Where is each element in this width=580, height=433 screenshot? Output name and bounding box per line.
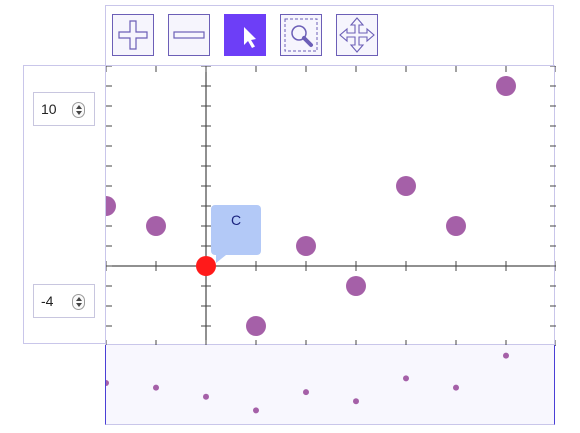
spin-arrows-icon[interactable]	[72, 294, 85, 310]
pan-button[interactable]	[336, 14, 378, 56]
zoom-box-button[interactable]	[280, 14, 322, 56]
plot-canvas[interactable]	[106, 66, 556, 346]
highlighted-data-point[interactable]	[196, 256, 216, 276]
data-point[interactable]	[146, 216, 166, 236]
overview-point	[153, 384, 159, 391]
tooltip-label: C	[230, 212, 242, 228]
overview-strip[interactable]	[105, 345, 555, 425]
data-point[interactable]	[496, 76, 516, 96]
y-min-value: -4	[41, 293, 54, 309]
y-min-stepper[interactable]: -4	[33, 284, 95, 318]
scatter-plot[interactable]	[105, 65, 556, 346]
toolbar	[105, 5, 554, 65]
overview-point	[503, 352, 509, 359]
zoom-in-button[interactable]	[112, 14, 154, 56]
select-button[interactable]	[224, 14, 266, 56]
overview-point	[106, 380, 109, 386]
overview-canvas[interactable]	[106, 345, 556, 425]
data-point[interactable]	[296, 236, 316, 256]
overview-point	[453, 384, 459, 391]
overview-point	[353, 398, 359, 405]
overview-point	[303, 389, 309, 396]
y-max-value: 10	[41, 101, 57, 117]
data-point[interactable]	[396, 176, 416, 196]
data-point[interactable]	[346, 276, 366, 296]
axis-range-panel: 10 -4	[23, 65, 106, 344]
magnifier-box-icon	[284, 18, 318, 52]
pointer-icon	[244, 27, 256, 48]
data-point[interactable]	[246, 316, 266, 336]
zoom-out-button[interactable]	[168, 14, 210, 56]
plus-icon	[118, 20, 148, 50]
overview-point	[403, 375, 409, 382]
minus-icon	[173, 31, 205, 39]
move-arrows-icon	[339, 17, 375, 53]
spin-arrows-icon[interactable]	[72, 102, 85, 118]
overview-point	[203, 393, 209, 400]
y-max-stepper[interactable]: 10	[33, 92, 95, 126]
overview-point	[253, 407, 259, 414]
data-point[interactable]	[446, 216, 466, 236]
point-tooltip: C	[211, 205, 261, 263]
data-point[interactable]	[106, 196, 116, 216]
